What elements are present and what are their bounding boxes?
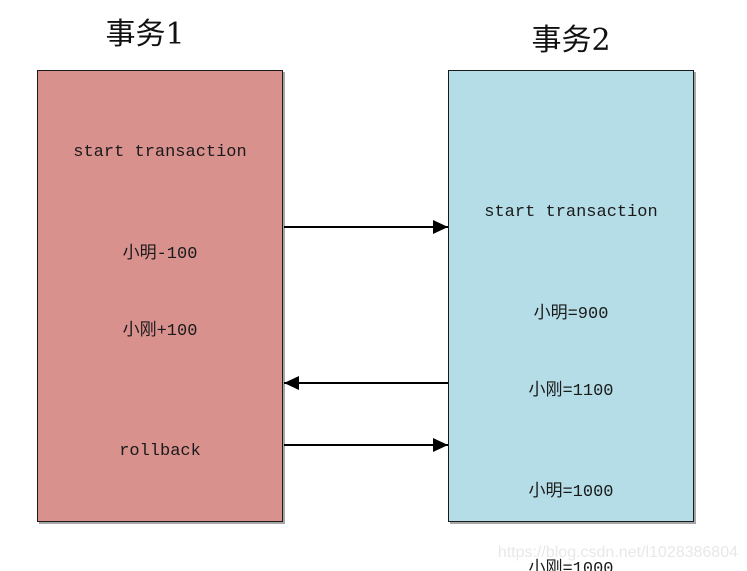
transaction2-state-line: 小明=900 [533,305,609,324]
transaction2-state-after-start: 小明=900 小刚=1100 [449,250,693,456]
transaction1-box: start transaction 小明-100 小刚+100 rollback [37,70,283,522]
transaction2-box: start transaction 小明=900 小刚=1100 小明=1000… [448,70,694,571]
arrowhead-right-icon [433,438,448,452]
transaction1-operation-line: 小明-100 [122,245,198,264]
watermark-url: https://blog.csdn.net/l1028386804 [497,544,738,561]
arrow-t1-to-t2-start [284,220,448,234]
arrow-shaft [284,226,448,228]
transaction2-state-line: 小刚=1100 [528,382,614,401]
transaction2-state-after-rollback: 小明=1000 小刚=1000 [449,428,693,571]
transaction1-operation-line: 小刚+100 [122,322,198,341]
arrowhead-left-icon [284,376,299,390]
transaction2-state-line: 小刚=1000 [528,560,614,571]
arrow-shaft [284,444,448,446]
transaction2-state-line: 小明=1000 [528,483,614,502]
transaction1-title: 事务1 [105,17,185,52]
arrow-t1-to-t2-after-rollback [284,438,448,452]
arrow-shaft [284,382,448,384]
transaction2-start-label: start transaction [484,203,658,222]
transaction2-title: 事务2 [531,23,611,58]
transaction1-rollback-label: rollback [119,442,201,461]
transaction1-start-label: start transaction [73,143,247,162]
transaction1-operations: 小明-100 小刚+100 [38,190,282,396]
arrow-t2-to-t1-rollback [284,376,448,390]
arrowhead-right-icon [433,220,448,234]
